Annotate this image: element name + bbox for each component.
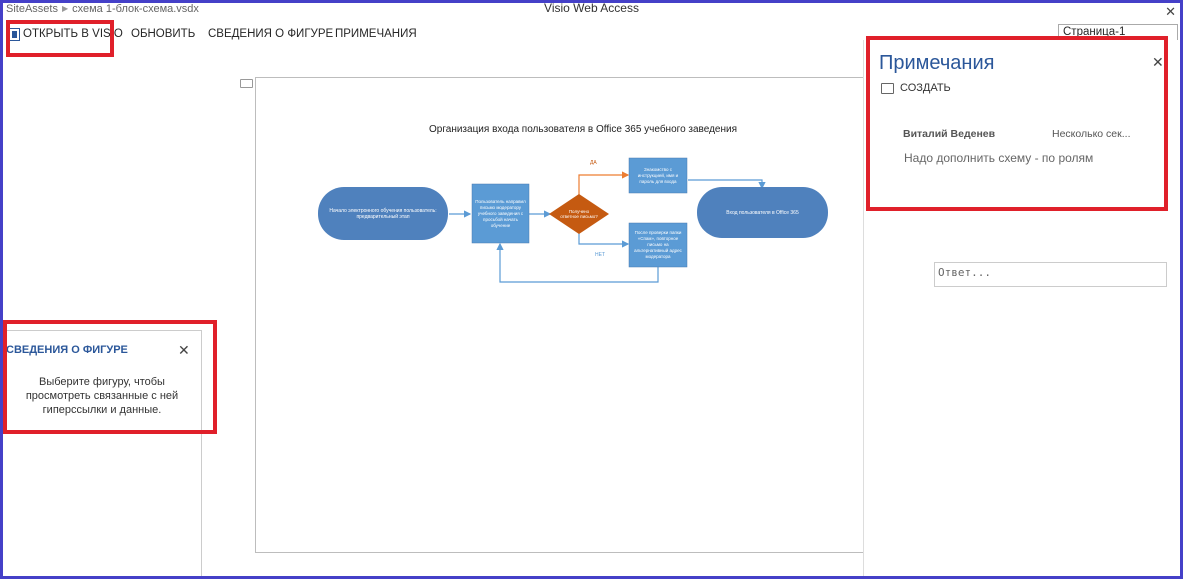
- breadcrumb-item-file[interactable]: схема 1-блок-схема.vsdx: [72, 3, 199, 15]
- comment-author: Виталий Веденев: [903, 128, 996, 140]
- chevron-right-icon: ▶: [61, 4, 69, 13]
- create-comment-label: СОЗДАТЬ: [900, 82, 951, 94]
- connector-yesbox-to-end: [688, 179, 766, 190]
- end-terminal[interactable]: [697, 187, 828, 238]
- decision-diamond[interactable]: [549, 194, 609, 234]
- yes-label: ДА: [590, 160, 597, 166]
- yes-process[interactable]: [628, 157, 688, 194]
- comments-panel: Примечания ✕ СОЗДАТЬ Виталий Веденев Нес…: [863, 40, 1180, 576]
- close-icon[interactable]: ✕: [1152, 54, 1164, 70]
- end-terminal-label: Вход пользователя в Office 365: [726, 209, 799, 216]
- reply-input[interactable]: Ответ...: [934, 262, 1167, 287]
- new-comment-icon: [881, 82, 894, 94]
- shape-info-message: Выберите фигуру, чтобы просмотреть связа…: [25, 376, 179, 416]
- shape-info-title: СВЕДЕНИЯ О ФИГУРЕ: [6, 344, 128, 356]
- connector-yes: [578, 171, 630, 195]
- diagram-page: Организация входа пользователя в Office …: [255, 77, 865, 553]
- refresh-button[interactable]: ОБНОВИТЬ: [131, 28, 196, 40]
- comment-timestamp: Несколько сек...: [1052, 128, 1131, 140]
- toolbar: ОТКРЫТЬ В VISIO ОБНОВИТЬ СВЕДЕНИЯ О ФИГУ…: [3, 24, 863, 46]
- create-comment-button[interactable]: СОЗДАТЬ: [881, 82, 951, 94]
- diagram-canvas[interactable]: Организация входа пользователя в Office …: [202, 48, 865, 576]
- step1-process[interactable]: [471, 183, 530, 244]
- comments-button[interactable]: ПРИМЕЧАНИЯ: [335, 28, 417, 40]
- open-in-visio-button[interactable]: ОТКРЫТЬ В VISIO: [9, 24, 123, 44]
- title-bar: SiteAssets▶схема 1-блок-схема.vsdx Visio…: [3, 1, 1180, 19]
- app-title: Visio Web Access: [544, 1, 639, 15]
- no-label: НЕТ: [595, 252, 605, 258]
- comment-text: Надо дополнить схему - по ролям: [904, 151, 1094, 165]
- comment-marker-icon[interactable]: [240, 79, 253, 88]
- shape-info-button[interactable]: СВЕДЕНИЯ О ФИГУРЕ: [208, 28, 334, 40]
- comments-title: Примечания: [879, 52, 995, 74]
- no-process[interactable]: [628, 222, 688, 268]
- yes-process-label: Знакомство с инструкцией, имя и пароль д…: [637, 166, 679, 184]
- breadcrumb: SiteAssets▶схема 1-блок-схема.vsdx: [6, 3, 199, 15]
- close-window-icon[interactable]: ✕: [1165, 4, 1176, 19]
- diagram-title: Организация входа пользователя в Office …: [429, 123, 737, 135]
- start-terminal[interactable]: [318, 187, 448, 240]
- flowchart: Организация входа пользователя в Office …: [318, 123, 828, 283]
- step1-process-label: Пользователь направил письмо модератору …: [475, 198, 526, 228]
- decision-label: Получено ответное письмо?: [560, 208, 598, 220]
- connector-loop-back: [496, 242, 659, 283]
- breadcrumb-item-siteassets[interactable]: SiteAssets: [6, 3, 58, 15]
- visio-icon: [9, 27, 20, 41]
- connector-no: [578, 233, 630, 248]
- close-icon[interactable]: ✕: [178, 342, 190, 358]
- no-process-label: После проверки папки «Спам», повторное п…: [634, 230, 682, 259]
- start-terminal-label: Начало электронного обучения пользовател…: [329, 207, 437, 220]
- shape-info-panel: СВЕДЕНИЯ О ФИГУРЕ ✕ Выберите фигуру, что…: [3, 330, 202, 576]
- open-in-visio-label: ОТКРЫТЬ В VISIO: [23, 28, 123, 40]
